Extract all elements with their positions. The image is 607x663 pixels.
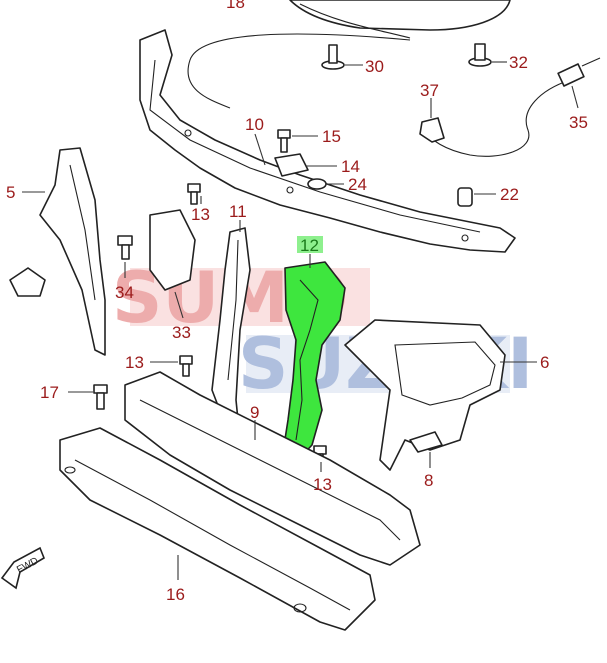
support-hole bbox=[184, 129, 192, 137]
bolt-34 bbox=[117, 235, 133, 260]
callout-16: 16 bbox=[166, 585, 185, 604]
callout-11: 11 bbox=[229, 202, 247, 221]
upper-radiator-support bbox=[139, 29, 516, 253]
callout-22: 22 bbox=[500, 185, 519, 204]
right-side-frame-6 bbox=[344, 319, 506, 471]
callout-17: 17 bbox=[40, 383, 59, 402]
hood-seal bbox=[299, 3, 411, 39]
callout-10: 10 bbox=[245, 115, 264, 134]
cable-end-35 bbox=[557, 57, 601, 87]
callout-6: 6 bbox=[540, 353, 549, 372]
hood-latch-33 bbox=[149, 209, 196, 291]
bolt-17 bbox=[93, 384, 108, 410]
callout-35: 35 bbox=[569, 113, 588, 132]
hood-panel bbox=[289, 0, 511, 31]
callout-24: 24 bbox=[348, 175, 367, 194]
callout-32: 32 bbox=[509, 53, 528, 72]
callout-13-lower: 13 bbox=[313, 475, 332, 494]
bolt-15 bbox=[277, 129, 291, 153]
bolt-13a bbox=[187, 183, 201, 205]
hood-release-cable-2 bbox=[424, 79, 571, 157]
bumper-hole bbox=[293, 603, 307, 613]
part-12-detail bbox=[295, 279, 319, 441]
left-side-bracket bbox=[39, 147, 106, 356]
bracket-8 bbox=[409, 431, 443, 453]
callout-12: 12 bbox=[300, 236, 319, 255]
bolt-13b bbox=[179, 355, 193, 377]
hood-release-cable bbox=[187, 33, 411, 109]
frame-6-opening bbox=[394, 341, 496, 406]
callout-13-upper: 13 bbox=[191, 205, 210, 224]
callout-8: 8 bbox=[424, 471, 433, 490]
bracket-14 bbox=[274, 153, 309, 177]
callout-37: 37 bbox=[420, 81, 439, 100]
bumper-reinforcement-16 bbox=[59, 427, 376, 631]
latch-37 bbox=[419, 117, 445, 143]
callout-labels: 18 30 32 37 35 10 15 14 24 22 5 13 11 12… bbox=[6, 0, 588, 604]
small-left-bracket bbox=[9, 267, 46, 297]
callout-5: 5 bbox=[6, 183, 15, 202]
support-hole bbox=[286, 186, 294, 194]
left-bracket-inner bbox=[69, 164, 96, 301]
clip-30 bbox=[321, 44, 345, 70]
callout-15: 15 bbox=[322, 127, 341, 146]
bumper-hole bbox=[64, 466, 76, 474]
vertical-11-inner bbox=[227, 239, 239, 381]
callout-14: 14 bbox=[341, 157, 360, 176]
clip-32 bbox=[468, 43, 492, 67]
callout-18: 18 bbox=[226, 0, 245, 12]
bumper-24 bbox=[307, 178, 327, 190]
leader-lines bbox=[22, 61, 579, 580]
callout-13-middle: 13 bbox=[125, 353, 144, 372]
support-hole bbox=[461, 234, 469, 242]
bumper-16-inner bbox=[74, 459, 351, 611]
lower-cross-member-9 bbox=[124, 371, 421, 566]
cross-member-9-inner bbox=[139, 399, 401, 541]
callout-30: 30 bbox=[365, 57, 384, 76]
fwd-direction-arrow: FWD bbox=[0, 546, 45, 590]
callout-12-highlight bbox=[297, 236, 323, 253]
callout-34: 34 bbox=[115, 283, 134, 302]
upper-support-inner bbox=[149, 59, 481, 233]
highlighted-part-12 bbox=[282, 261, 346, 461]
bumper-22 bbox=[457, 187, 473, 207]
callout-9: 9 bbox=[250, 403, 259, 422]
callout-33: 33 bbox=[172, 323, 191, 342]
